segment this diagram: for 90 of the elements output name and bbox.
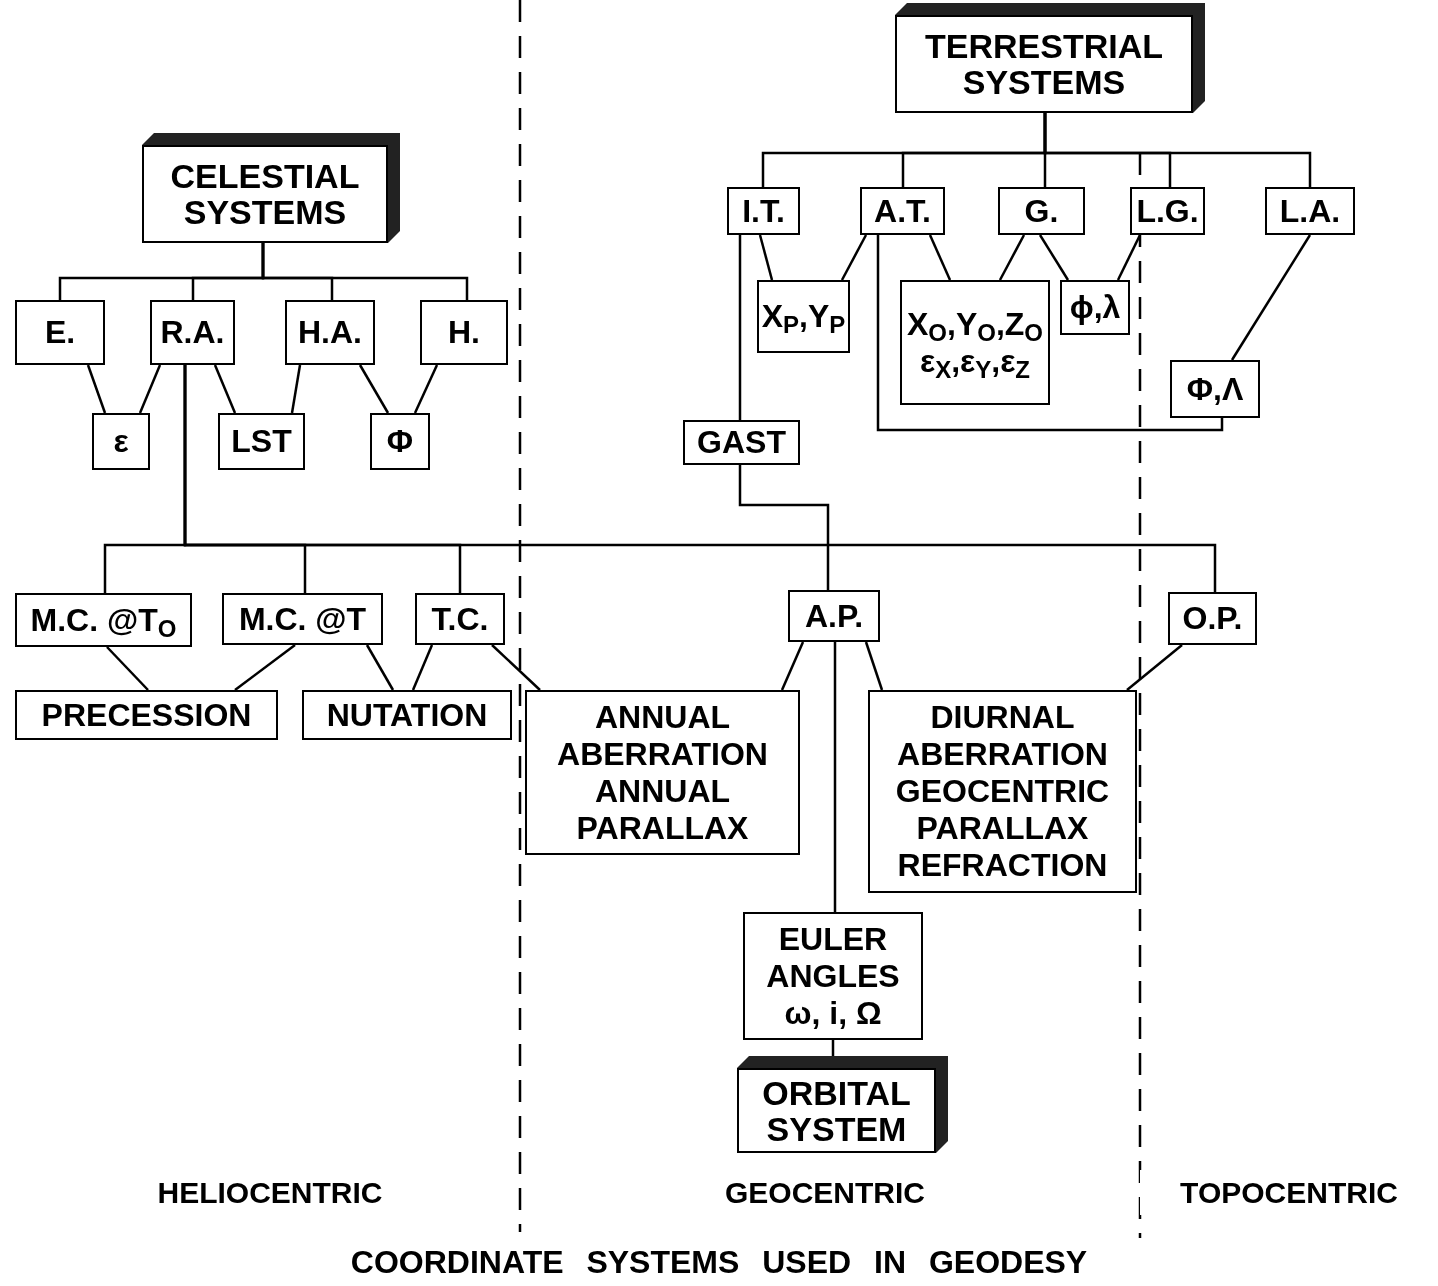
connector-line xyxy=(1038,234,1070,281)
box-label: T.C. xyxy=(431,600,489,638)
text-box xyxy=(998,187,1085,235)
box-label: NUTATION xyxy=(326,696,488,734)
box-label: ANNUAL ABERRATION ANNUAL PARALLAX xyxy=(556,698,769,847)
text-box xyxy=(757,280,850,353)
box-label: ε$_{X}$,ε$_{Y}$,ε$_{Z}$ xyxy=(919,342,1030,380)
connector-line xyxy=(738,235,742,420)
box-label: I.T. xyxy=(742,192,785,230)
box-label: L.A. xyxy=(1279,192,1341,230)
text-box xyxy=(788,590,880,642)
box-label: E. xyxy=(44,314,76,351)
connector-line xyxy=(998,234,1026,281)
box-label: PRECESSION xyxy=(41,696,252,734)
box-label: ω, i, Ω xyxy=(784,994,882,1032)
text-box xyxy=(743,912,923,1040)
text-box xyxy=(150,300,235,365)
text-box xyxy=(218,413,305,470)
text-box xyxy=(860,187,945,235)
connector-line xyxy=(840,234,868,281)
connector-line xyxy=(86,364,107,414)
box-label: X$_{O}$,Y$_{O}$,Z$_{O}$ xyxy=(907,305,1043,343)
text-box xyxy=(868,690,1137,893)
text-box xyxy=(1130,187,1205,235)
text-box xyxy=(1168,592,1257,645)
text-box xyxy=(92,413,150,470)
raised-box xyxy=(142,133,400,243)
text-box xyxy=(370,413,430,470)
connector-line xyxy=(183,365,1217,592)
box-label: H.A. xyxy=(298,314,362,351)
text-box xyxy=(727,187,800,235)
text-box xyxy=(900,280,1050,405)
box-label: Φ,Λ xyxy=(1186,370,1244,408)
connector-line xyxy=(365,644,395,691)
connector-line xyxy=(1043,113,1312,187)
text-box xyxy=(1170,360,1260,418)
text-box xyxy=(1060,280,1130,335)
box-label: R.A. xyxy=(160,314,225,351)
box-label: A.P. xyxy=(804,597,864,635)
text-box xyxy=(525,690,800,855)
text-box xyxy=(415,593,505,645)
connector-line xyxy=(1116,234,1142,281)
text-box xyxy=(222,593,383,645)
text-box xyxy=(15,690,278,740)
connector-line xyxy=(738,465,830,590)
box-label: O.P. xyxy=(1182,600,1243,637)
connector-line xyxy=(411,644,434,691)
connector-line xyxy=(290,364,302,414)
text-box xyxy=(302,690,512,740)
connector-line xyxy=(758,234,774,281)
text-box xyxy=(15,300,105,365)
raised-box xyxy=(737,1056,948,1153)
text-box xyxy=(683,420,800,465)
box-label: TERRESTRIAL SYSTEMS xyxy=(924,28,1164,100)
connector-line xyxy=(106,646,149,691)
text-box xyxy=(420,300,508,365)
text-box xyxy=(1265,187,1355,235)
box-label: GAST xyxy=(697,424,786,461)
text-box xyxy=(15,593,192,647)
connector-line xyxy=(261,243,469,300)
box-label: ORBITAL SYSTEM xyxy=(761,1074,912,1147)
box-label: X$_{P}$,Y$_{P}$ xyxy=(761,298,846,335)
connector-line xyxy=(780,641,805,691)
box-label: M.C. @T$_{O}$ xyxy=(30,601,177,639)
connector-line xyxy=(491,644,541,691)
connector-line xyxy=(928,234,952,281)
connector-line xyxy=(833,642,837,912)
box-label: L.G. xyxy=(1136,192,1199,230)
connector-line xyxy=(358,364,390,414)
box-label: M.C. @T xyxy=(238,600,367,638)
box-label: A.T. xyxy=(874,192,931,230)
connector-line xyxy=(213,364,237,414)
box-label: CELESTIAL SYSTEMS xyxy=(169,158,361,230)
connector-line xyxy=(1230,234,1312,361)
connector-line xyxy=(138,364,162,414)
box-label: H. xyxy=(448,314,480,351)
diagram-caption: COORDINATE SYSTEMS USED IN GEODESY xyxy=(349,1243,1089,1282)
box-label: LST xyxy=(231,423,292,460)
text-box xyxy=(285,300,375,365)
box-label: Φ xyxy=(386,423,414,460)
connector-line xyxy=(234,644,296,691)
box-label: G. xyxy=(1024,192,1059,230)
box-label: ε xyxy=(113,423,129,460)
connector-line xyxy=(864,641,884,691)
connector-line xyxy=(413,364,439,414)
connector-line xyxy=(1126,644,1183,691)
box-label: DIURNAL ABERRATION GEOCENTRIC PARALLAX REFRACTION xyxy=(894,699,1111,884)
box-label: ϕ,λ xyxy=(1069,289,1121,326)
raised-box xyxy=(895,3,1205,113)
connector-line xyxy=(876,235,1224,432)
